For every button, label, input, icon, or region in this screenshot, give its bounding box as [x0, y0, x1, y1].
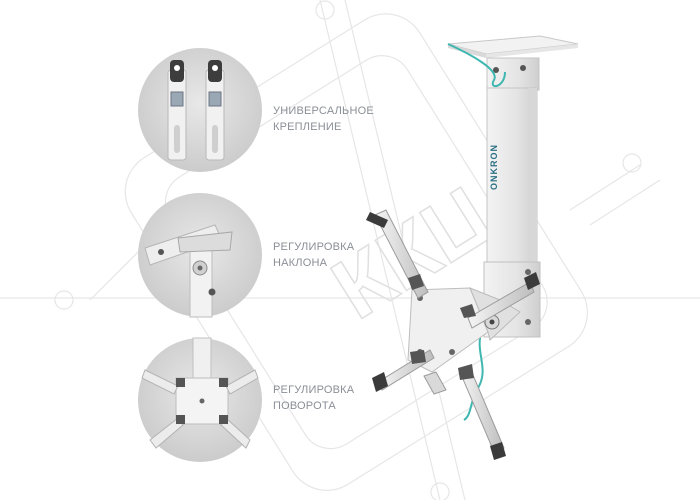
feature-circle-mounting: [138, 48, 262, 172]
feature-label-tilt: РЕГУЛИРОВКА НАКЛОНА: [273, 241, 355, 269]
feature-label-swivel: РЕГУЛИРОВКА ПОВОРОТА: [273, 384, 355, 412]
feature-circle-swivel: [138, 337, 262, 462]
feature-circle-tilt: [138, 193, 262, 318]
brand-logo: ONKRON: [489, 144, 499, 190]
feature-label-mounting: УНИВЕРСАЛЬНОЕ КРЕПЛЕНИЕ: [273, 105, 374, 133]
projector-ceiling-mount: [366, 35, 579, 460]
